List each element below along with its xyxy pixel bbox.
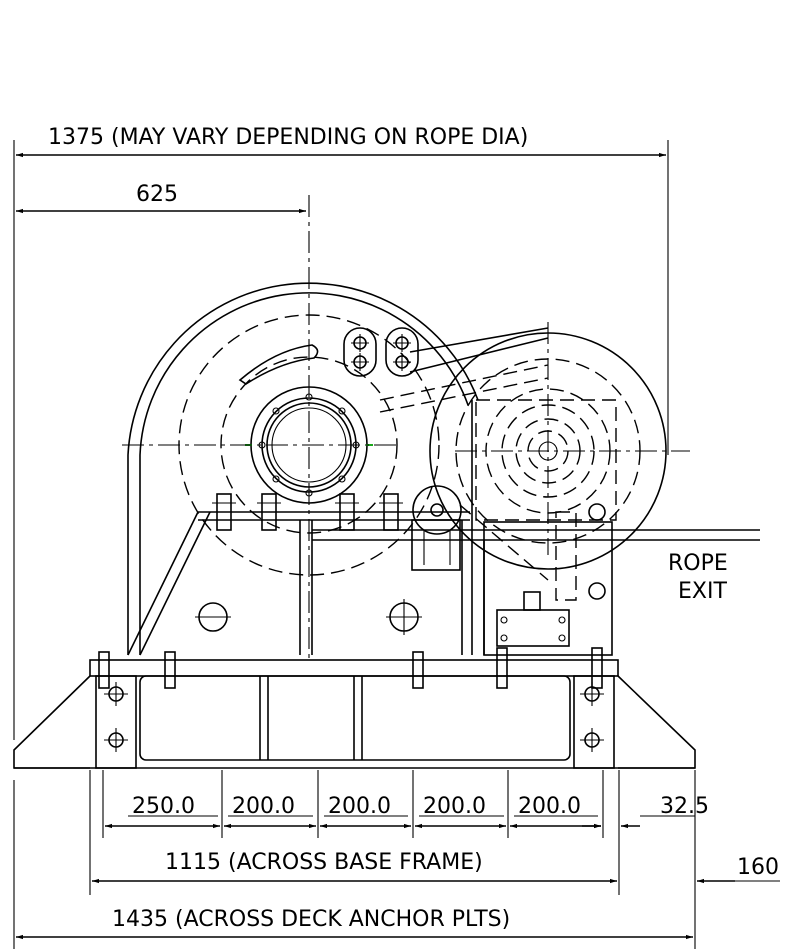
rope-exit-line2: EXIT (678, 579, 727, 604)
dim-anchor-offset-text: 160 (737, 855, 779, 880)
dimension-overall-width: 1375 (MAY VARY DEPENDING ON ROPE DIA) (13, 125, 669, 740)
dimension-chain-spacings: 250.0 200.0 200.0 200.0 200.0 (102, 770, 604, 838)
dimension-anchor-offset: 160 (694, 770, 780, 949)
dim-spacing-2: 200.0 (232, 794, 295, 819)
mount-lugs (343, 327, 419, 377)
dim-edge-offset-text: 32.5 (660, 794, 709, 819)
pedestal-frame (127, 400, 760, 656)
dim-base-frame-text: 1115 (ACROSS BASE FRAME) (165, 850, 483, 875)
dim-overall-width-text: 1375 (MAY VARY DEPENDING ON ROPE DIA) (48, 125, 528, 150)
rope-exit-line1: ROPE (668, 551, 728, 576)
dimension-edge-offset: 32.5 (582, 770, 709, 895)
dimension-drum-center: 625 (16, 182, 306, 214)
dim-spacing-4: 200.0 (423, 794, 486, 819)
drum-assembly (122, 195, 479, 660)
motor-assembly (379, 322, 690, 581)
base-frame (13, 647, 696, 769)
dim-spacing-3: 200.0 (328, 794, 391, 819)
dim-drum-center-text: 625 (136, 182, 178, 207)
dim-deck-anchor-text: 1435 (ACROSS DECK ANCHOR PLTS) (112, 907, 510, 932)
dimension-deck-anchor: 1435 (ACROSS DECK ANCHOR PLTS) (13, 780, 693, 949)
rope-exit-label: ROPE EXIT (668, 551, 728, 604)
dim-spacing-1: 250.0 (132, 794, 195, 819)
dim-spacing-5: 200.0 (518, 794, 581, 819)
dimension-base-frame: 1115 (ACROSS BASE FRAME) (89, 770, 617, 895)
